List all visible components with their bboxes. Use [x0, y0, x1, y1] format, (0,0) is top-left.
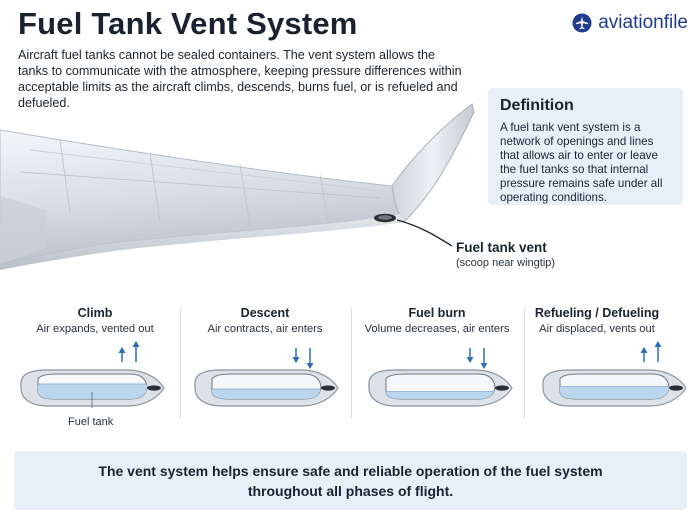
- phase-fuel-burn: Fuel burn Volume decreases, air enters: [352, 306, 522, 337]
- page-title: Fuel Tank Vent System: [18, 6, 358, 41]
- arrow-down-icon: [292, 357, 300, 363]
- phase-descent: Descent Air contracts, air enters: [180, 306, 350, 337]
- fuel-level: [38, 384, 147, 399]
- phase-description: Air displaced, vents out: [539, 323, 655, 335]
- airplane-circle-icon: [572, 13, 592, 33]
- arrow-down-icon: [466, 357, 474, 363]
- vent-opening: [321, 385, 335, 391]
- phase-description: Volume decreases, air enters: [364, 323, 510, 335]
- definition-text: A fuel tank vent system is a network of …: [500, 121, 663, 204]
- phase-title: Climb: [77, 306, 113, 320]
- vent-sublabel: (scoop near wingtip): [456, 257, 556, 269]
- phase-description: Air expands, vented out: [36, 323, 154, 335]
- airflow-arrows: [466, 348, 488, 369]
- vent-opening: [147, 385, 161, 391]
- definition-box: Definition A fuel tank vent system is a …: [488, 88, 683, 205]
- fuel-level: [560, 386, 669, 399]
- tank-diagram-fuel-burn: [368, 348, 513, 407]
- column-divider: [351, 308, 352, 418]
- summary-banner: The vent system helps ensure safe and re…: [14, 451, 687, 510]
- fuel-level: [212, 389, 321, 399]
- brand-name: aviationfile: [598, 12, 688, 33]
- column-divider: [524, 308, 525, 418]
- airflow-arrows: [640, 341, 662, 362]
- vent-callout-line: [396, 219, 453, 247]
- fuel-level: [386, 391, 495, 399]
- wing-illustration: [0, 103, 475, 270]
- phase-title: Fuel burn: [408, 306, 466, 320]
- vent-opening: [495, 385, 509, 391]
- phase-description: Air contracts, air enters: [207, 323, 323, 335]
- arrow-down-icon: [480, 363, 488, 369]
- phase-climb: Climb Air expands, vented out: [10, 306, 180, 337]
- arrow-up-icon: [132, 341, 140, 347]
- tank-diagram-descent: [194, 348, 339, 407]
- arrow-up-icon: [640, 347, 648, 353]
- phase-refueling: Refueling / Defueling Air displaced, ven…: [512, 306, 682, 337]
- airflow-arrows: [292, 348, 314, 369]
- fuel-tank-label: Fuel tank: [68, 416, 114, 428]
- tank-diagram-climb: [20, 341, 165, 408]
- arrow-up-icon: [654, 341, 662, 347]
- phase-title: Refueling / Defueling: [534, 306, 660, 320]
- brand-logo[interactable]: aviationfile: [572, 12, 688, 34]
- arrow-down-icon: [306, 363, 314, 369]
- definition-title: Definition: [500, 97, 574, 114]
- vent-label: Fuel tank vent: [456, 240, 547, 255]
- vent-opening: [669, 385, 683, 391]
- phase-title: Descent: [240, 306, 290, 320]
- arrow-up-icon: [118, 347, 126, 353]
- intro-paragraph: Aircraft fuel tanks cannot be sealed con…: [18, 48, 462, 110]
- column-divider: [180, 308, 181, 418]
- tank-diagram-refueling: [542, 341, 687, 407]
- airflow-arrows: [118, 341, 140, 362]
